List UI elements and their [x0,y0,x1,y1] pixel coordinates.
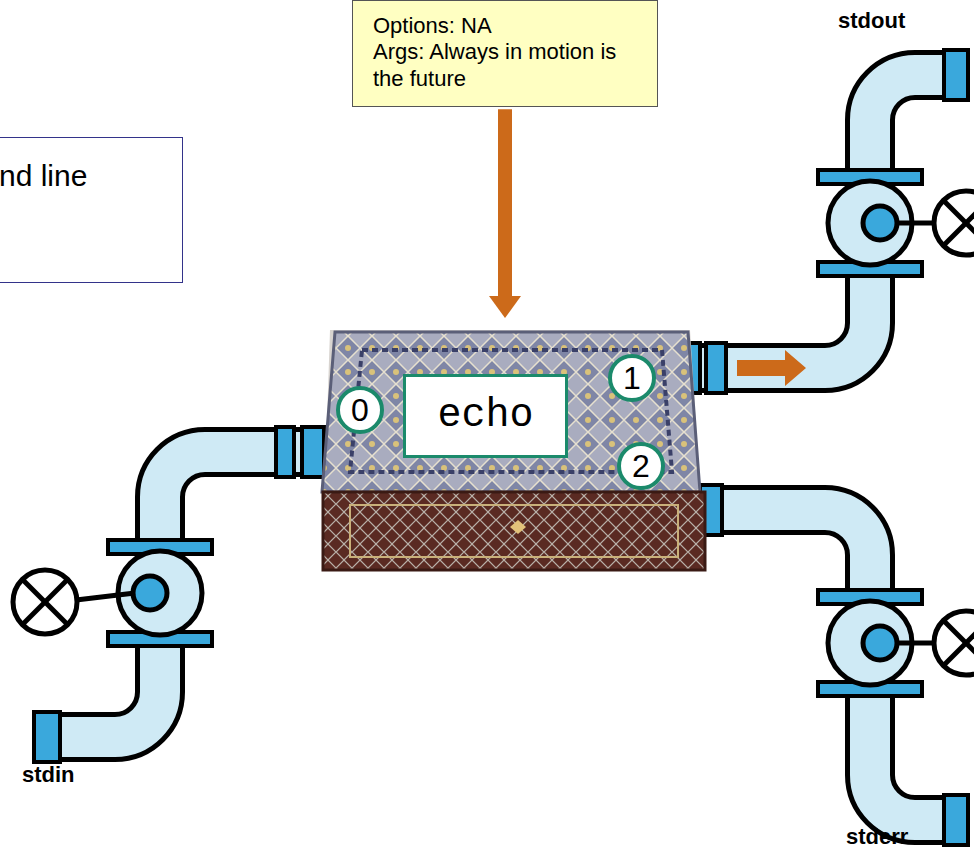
stream-label: stderr [846,824,908,850]
command-name: echo [403,374,568,458]
stream-number: 1 [608,354,656,402]
echo-box-illustration [322,330,705,570]
callout-box: Options: NAArgs: Always in motion is the… [352,0,658,107]
arrow-shaft [498,109,512,296]
stream-label: stdout [838,8,905,34]
stream-label: stdin [22,762,75,788]
stdin-pipe [13,427,325,762]
node-text: nd line [0,158,182,194]
node-text: Options: NA [373,13,637,39]
flow-arrow [489,109,521,318]
arrow-head [489,296,521,318]
stdout-pipe [680,50,974,393]
stderr-pipe [690,485,974,845]
stream-number: 0 [336,386,384,434]
command-box: nd line [0,137,183,283]
node-text: Args: Always in motion is the future [373,39,637,92]
stream-number: 2 [617,442,665,490]
